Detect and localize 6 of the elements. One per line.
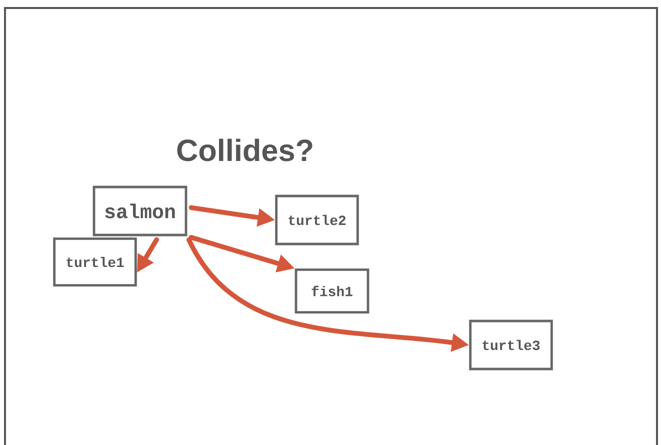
title: Collides? xyxy=(177,138,312,162)
label-box: salmon xyxy=(92,186,188,236)
label-box: turtle2 xyxy=(275,194,359,246)
label-box: fish1 xyxy=(294,268,370,314)
label-box: turtle1 xyxy=(53,237,137,287)
label-box: turtle3 xyxy=(469,320,553,370)
